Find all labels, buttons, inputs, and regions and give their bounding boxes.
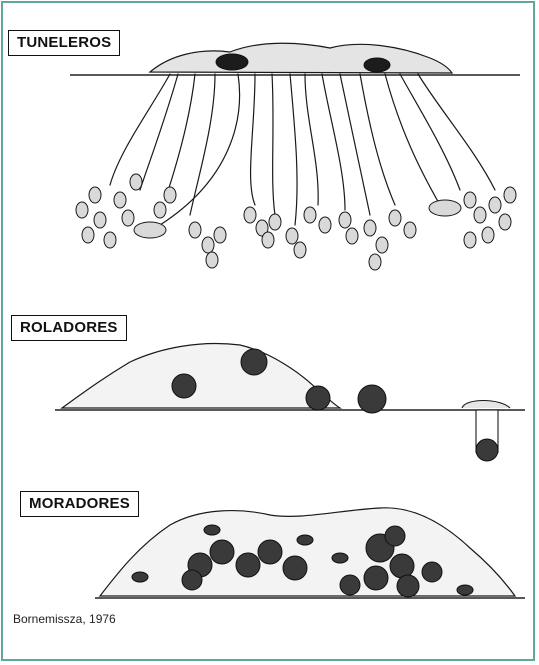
- roladores-buried-ball: [476, 439, 498, 461]
- tuneleros-beetle-1: [216, 54, 248, 70]
- tuneleros-beetle-2: [364, 58, 390, 72]
- moradores-illustration: [95, 508, 525, 598]
- roladores-ball-1: [172, 374, 196, 398]
- roladores-ball-2: [241, 349, 267, 375]
- moradores-dung-pat: [100, 508, 515, 596]
- tuneleros-brood-cells: [76, 174, 516, 270]
- roladores-illustration: [55, 344, 525, 461]
- roladores-dung-pile: [62, 344, 340, 408]
- tuneleros-dung-pat: [150, 43, 452, 73]
- source-citation: Bornemissza, 1976: [13, 612, 116, 626]
- label-roladores: ROLADORES: [11, 315, 127, 341]
- roladores-ball-4: [358, 385, 386, 413]
- roladores-ball-3: [306, 386, 330, 410]
- label-moradores: MORADORES: [20, 491, 139, 517]
- tuneleros-illustration: [70, 43, 520, 270]
- label-tuneleros: TUNELEROS: [8, 30, 120, 56]
